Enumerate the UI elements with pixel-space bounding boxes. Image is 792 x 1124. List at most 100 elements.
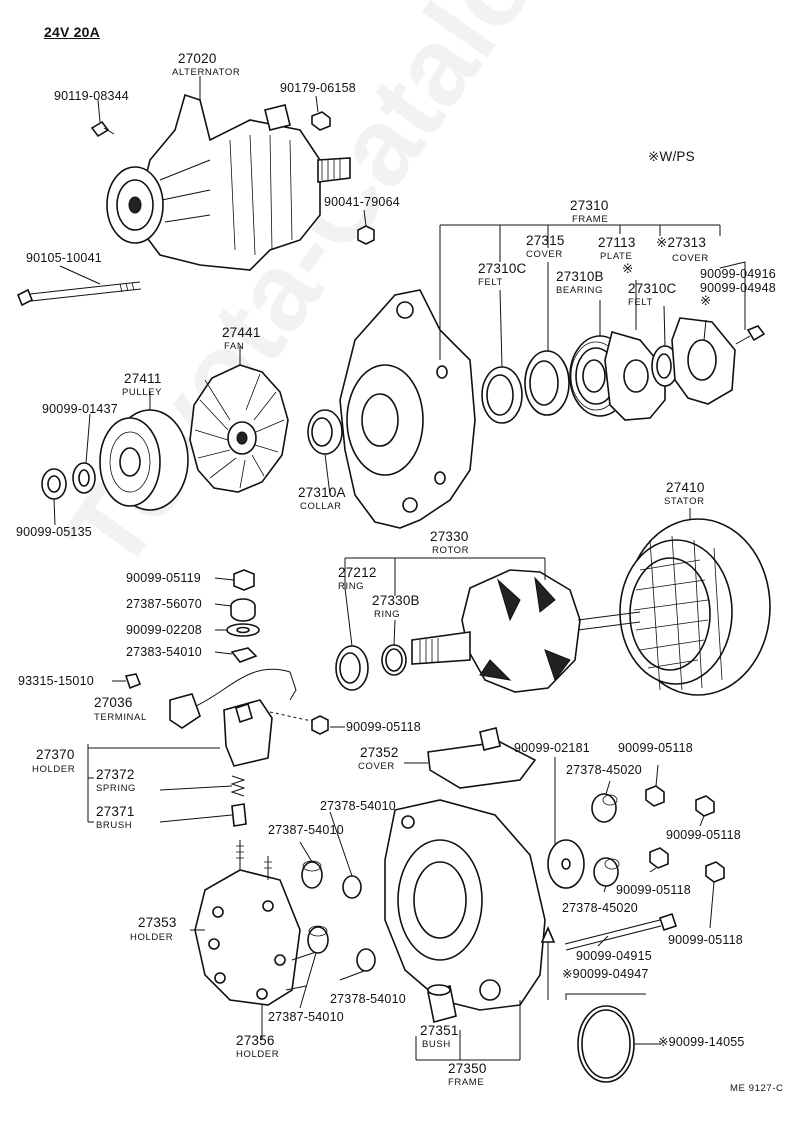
collar-27378-54010-bottom-shape[interactable]: [356, 948, 376, 972]
nut-90099-05118-d-shape[interactable]: [705, 861, 725, 883]
felt-27310C-rear-shape[interactable]: [651, 345, 679, 387]
part-27330-number[interactable]: 27330: [430, 529, 469, 544]
part-90099-05118-a-number[interactable]: 90099-05118: [618, 741, 693, 755]
collar-27310A-shape[interactable]: [307, 409, 343, 455]
nut-90099-05135-shape[interactable]: [41, 468, 67, 500]
spring-27372-shape[interactable]: [230, 775, 246, 797]
part-90099-02208-number[interactable]: 90099-02208: [126, 623, 202, 637]
washer-90099-01437-shape[interactable]: [72, 462, 96, 494]
part-27370-number[interactable]: 27370: [36, 747, 75, 762]
part-27310-number[interactable]: 27310: [570, 198, 609, 213]
part-90041-79064-number[interactable]: 90041-79064: [324, 195, 400, 209]
part-90119-08344-number[interactable]: 90119-08344: [54, 89, 129, 103]
felt-27310C-front-shape[interactable]: [481, 366, 523, 424]
washer-90099-02181-shape[interactable]: [547, 839, 585, 889]
part-27371-number[interactable]: 27371: [96, 804, 135, 819]
nut-90099-05118-terminal-shape[interactable]: [311, 715, 329, 735]
part-90099-04915-number[interactable]: 90099-04915: [576, 949, 652, 963]
part-27411-number[interactable]: 27411: [124, 371, 162, 386]
part-27330B-number[interactable]: 27330B: [372, 593, 420, 608]
brush-holder-27370-shape[interactable]: [223, 699, 317, 767]
brush-27371-shape[interactable]: [231, 803, 247, 827]
nut-90099-05119-shape[interactable]: [233, 569, 255, 591]
nut-90099-05118-b-shape[interactable]: [695, 795, 715, 817]
part-90105-10041-number[interactable]: 90105-10041: [26, 251, 102, 265]
screw-90099-04916-shape[interactable]: [735, 325, 766, 345]
part-27356-number[interactable]: 27356: [236, 1033, 275, 1048]
bolt-90105-10041-shape[interactable]: [16, 281, 142, 307]
part-27378-54010-bottom-number[interactable]: 27378-54010: [330, 992, 406, 1006]
part-27383-54010-number[interactable]: 27383-54010: [126, 645, 202, 659]
part-27387-54010-top-number[interactable]: 27387-54010: [268, 823, 344, 837]
cover-27313-shape[interactable]: [671, 317, 736, 405]
part-90099-05118-terminal-number[interactable]: 90099-05118: [346, 720, 421, 734]
terminal-27036-shape[interactable]: [169, 668, 297, 729]
part-90099-05118-b-number[interactable]: 90099-05118: [666, 828, 741, 842]
holder-27353-shape[interactable]: [194, 840, 317, 1006]
oring-90099-14055-shape[interactable]: [577, 1005, 635, 1083]
bolt-90099-04915-shape[interactable]: [564, 912, 678, 951]
pulley-27411-shape[interactable]: [99, 409, 189, 511]
part-27378-45020-bottom-number[interactable]: 27378-45020: [562, 901, 638, 915]
part-27352-number[interactable]: 27352: [360, 745, 399, 760]
collar-27378-54010-top-shape[interactable]: [342, 875, 362, 899]
cover-27352-shape[interactable]: [427, 727, 537, 789]
part-27036-number[interactable]: 27036: [94, 695, 133, 710]
collar-27387-54010-bottom-shape[interactable]: [307, 925, 329, 954]
ring-27330B-shape[interactable]: [381, 644, 407, 676]
collar-27378-45020-top-shape[interactable]: [591, 793, 618, 823]
ring-27212-shape[interactable]: [335, 645, 369, 691]
fan-27441-shape[interactable]: [189, 364, 289, 493]
collar-27387-54010-top-shape[interactable]: [301, 860, 323, 889]
part-90179-06158-number[interactable]: 90179-06158: [280, 81, 356, 95]
plate-27113-shape[interactable]: [604, 331, 666, 421]
bush-27351-shape[interactable]: [427, 984, 457, 1023]
part-90099-01437-number[interactable]: 90099-01437: [42, 402, 118, 416]
part-90099-14055-number[interactable]: ※90099-14055: [658, 1035, 745, 1049]
part-27351-number[interactable]: 27351: [420, 1023, 459, 1038]
part-90099-04916-number[interactable]: 90099-04916: [700, 267, 776, 281]
part-27310A-number[interactable]: 27310A: [298, 485, 346, 500]
stator-27410-shape[interactable]: [619, 518, 771, 696]
part-27410-number[interactable]: 27410: [666, 480, 705, 495]
part-90099-05118-c-number[interactable]: 90099-05118: [616, 883, 691, 897]
part-27387-54010-bottom-number[interactable]: 27387-54010: [268, 1010, 344, 1024]
screw-93315-15010-shape[interactable]: [124, 673, 142, 690]
part-90099-05135-number[interactable]: 90099-05135: [16, 525, 92, 539]
part-27310B-number[interactable]: 27310B: [556, 269, 604, 284]
part-27313-number[interactable]: ※27313: [656, 235, 707, 250]
bolt-90119-08344-shape[interactable]: [90, 120, 115, 138]
part-27441-number[interactable]: 27441: [222, 325, 261, 340]
part-27353-number[interactable]: 27353: [138, 915, 177, 930]
cover-27315-shape[interactable]: [524, 350, 570, 416]
part-27350-number[interactable]: 27350: [448, 1061, 487, 1076]
part-27310C-front-number[interactable]: 27310C: [478, 261, 527, 276]
collar-27378-45020-bottom-shape[interactable]: [593, 857, 620, 887]
part-27315-number[interactable]: 27315: [526, 233, 565, 248]
part-90099-04948-number[interactable]: 90099-04948: [700, 281, 776, 295]
rotor-27330-shape[interactable]: [411, 569, 641, 693]
nut-90099-05118-a-shape[interactable]: [645, 785, 665, 807]
part-27387-56070-number[interactable]: 27387-56070: [126, 597, 202, 611]
nut-90179-06158-shape[interactable]: [311, 111, 331, 131]
bushing-27387-56070-shape[interactable]: [230, 598, 256, 622]
alternator-assembly-drawing[interactable]: [106, 93, 351, 271]
frame-27350-shape[interactable]: [384, 799, 546, 1011]
part-90099-04947-number[interactable]: ※90099-04947: [562, 967, 649, 981]
part-27378-54010-top-number[interactable]: 27378-54010: [320, 799, 396, 813]
part-27020-number[interactable]: 27020: [178, 51, 217, 66]
nut-90099-05118-c-shape[interactable]: [649, 847, 669, 869]
washer-90099-02208-shape[interactable]: [226, 623, 260, 637]
part-93315-15010-number[interactable]: 93315-15010: [18, 674, 94, 688]
part-27212-number[interactable]: 27212: [338, 565, 377, 580]
part-90099-02181-number[interactable]: 90099-02181: [514, 741, 590, 755]
frame-27310-shape[interactable]: [339, 289, 476, 529]
part-90099-05119-number[interactable]: 90099-05119: [126, 571, 201, 585]
part-27378-45020-top-number[interactable]: 27378-45020: [566, 763, 642, 777]
insulator-27383-54010-shape[interactable]: [230, 647, 258, 663]
nut-90041-79064-shape[interactable]: [357, 225, 375, 245]
part-27372-number[interactable]: 27372: [96, 767, 135, 782]
part-90099-05118-d-number[interactable]: 90099-05118: [668, 933, 743, 947]
part-27310C-rear-number[interactable]: 27310C: [628, 281, 677, 296]
part-27113-number[interactable]: 27113: [598, 235, 636, 250]
